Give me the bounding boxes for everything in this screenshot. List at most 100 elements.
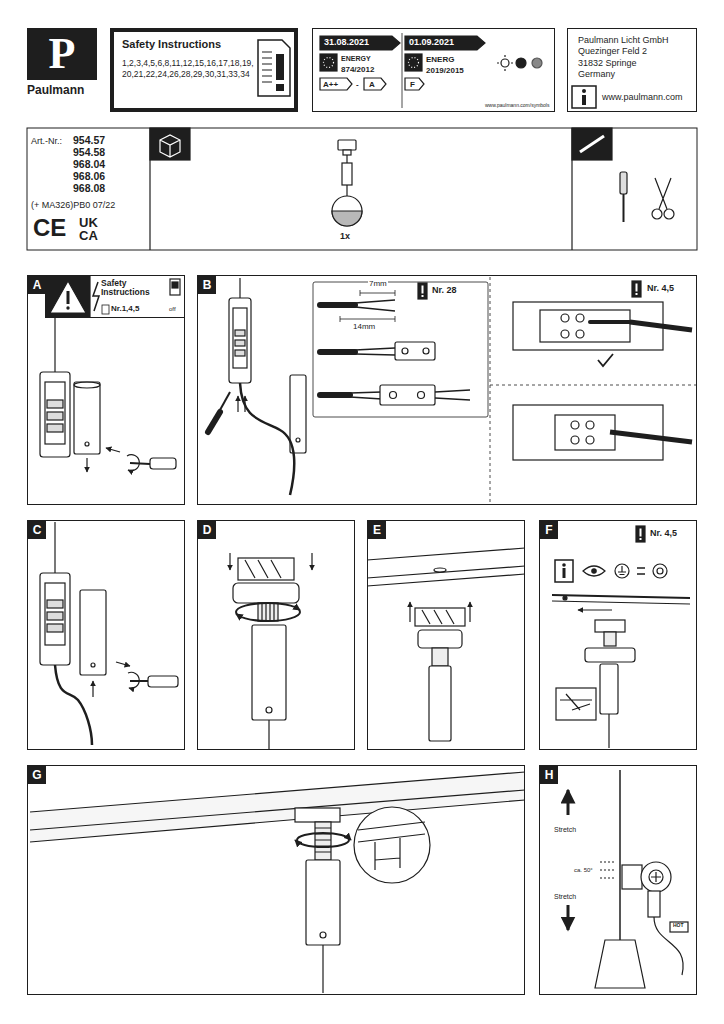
track-adapter-part	[252, 625, 286, 720]
terminal-detail-part	[590, 320, 630, 324]
symbol-icons-part	[516, 58, 526, 68]
label: G	[28, 766, 46, 784]
track-rail-part	[422, 610, 454, 624]
track-adapter-part	[311, 553, 312, 570]
pendant-lamp-part	[338, 140, 356, 150]
note-mark-part	[422, 295, 424, 297]
track-adapter-part	[258, 603, 278, 621]
lamp-housing-part	[106, 448, 120, 452]
lamp-housing-part	[85, 442, 89, 446]
regulation: 874/2012	[341, 65, 374, 74]
note-mark-part	[640, 538, 642, 540]
shrink-tube-part	[619, 770, 621, 940]
heading: Safety Instructions	[122, 38, 221, 51]
date: 31.08.2021	[324, 37, 369, 47]
terminal-detail-part	[555, 415, 615, 450]
terminal-detail-part	[586, 421, 594, 429]
energy-label: ENERG	[426, 55, 454, 64]
document-icon-part	[258, 40, 290, 96]
energy-arrows-part	[405, 54, 422, 71]
lamp-housing-part	[47, 412, 63, 420]
terminal-detail-part	[571, 421, 579, 429]
tools-part	[664, 209, 674, 219]
instruction-number: Nr. 4,5	[650, 528, 677, 538]
lamp-housing-part	[220, 392, 230, 410]
energy-label: ENERGY	[341, 55, 371, 63]
terminal-detail-part	[598, 354, 613, 366]
note-mark-part	[636, 284, 638, 292]
energy-class: A	[369, 80, 375, 89]
track-rail	[367, 548, 525, 741]
lamp-housing-part	[229, 298, 251, 383]
contents-box: 1x	[150, 128, 572, 250]
lamp-housing-part	[54, 318, 55, 372]
lamp-housing-part	[91, 663, 95, 667]
tools-part	[655, 178, 671, 209]
step-panel: ASafety InstructionsNr.1,4,5off	[27, 275, 185, 505]
warning-sign-part	[66, 306, 69, 309]
lamp-housing-part	[55, 665, 92, 745]
step-panel: H	[539, 765, 697, 995]
energy-arrows-part	[402, 33, 403, 108]
label: C	[28, 521, 46, 539]
track-adapter-part	[268, 720, 269, 750]
track-rail-part	[595, 620, 625, 632]
shrink-tube-part	[649, 870, 663, 884]
wire-detail-part	[418, 392, 425, 399]
pendant-lamp-part	[332, 211, 362, 226]
lamp-housing-part	[127, 455, 139, 471]
lamp-housing-part	[130, 463, 150, 464]
terminal-detail-part	[561, 314, 569, 322]
track-rail-part	[469, 602, 470, 622]
energy-class: F	[410, 80, 415, 89]
lamp-housing-part	[233, 308, 247, 368]
regulation: 2019/2015	[426, 66, 464, 75]
track-rail-part	[297, 833, 349, 847]
track-adapter-part	[245, 560, 281, 578]
energy-arrows-part	[364, 78, 386, 90]
shrink-tube-part	[641, 862, 671, 892]
energy-class: A++	[323, 80, 338, 89]
step-panel: G	[27, 765, 525, 995]
wire-detail-part	[395, 342, 435, 360]
track-adapter	[230, 553, 312, 750]
symbol-icons-part	[532, 58, 542, 68]
track-rail-part	[434, 568, 446, 572]
instruction-number: Nr. 4,5	[647, 283, 674, 293]
lamp-housing-part	[237, 396, 238, 412]
energy-arrows-part	[320, 36, 400, 50]
lamp-housing-part	[150, 458, 176, 469]
wire-detail-part	[402, 348, 408, 354]
separator: -	[356, 80, 359, 89]
track-adapter-part	[262, 603, 274, 621]
dimension: 7mm	[368, 279, 388, 288]
label: D	[198, 521, 216, 539]
ce-mark: CE	[33, 216, 66, 240]
lamp-housing-part	[235, 330, 245, 336]
document-icon-part	[262, 52, 272, 82]
track-adapter-part	[266, 707, 272, 713]
step-panel: E	[367, 520, 525, 750]
brand-name: Paulmann	[27, 84, 84, 98]
info-icon-part	[582, 95, 586, 105]
terminal-detail-part	[630, 322, 692, 330]
label: F	[540, 521, 558, 539]
lamp-housing-part	[45, 382, 65, 444]
step-panel: C	[27, 520, 185, 750]
wire-detail-part	[355, 300, 395, 311]
lamp-housing-part	[54, 522, 55, 573]
wire-detail-part	[380, 385, 435, 405]
energy-arrows-part	[409, 58, 419, 68]
earth-symbols-part	[592, 569, 596, 573]
wire-detail-part	[320, 302, 355, 308]
lamp-housing-part	[47, 400, 63, 408]
shrink-tube-part	[622, 865, 642, 889]
note-box: Nr. 28	[430, 282, 480, 300]
track-rail-part	[556, 688, 596, 720]
terminal-detail-part	[576, 314, 584, 322]
track-rail-part	[306, 860, 340, 945]
wire-detail-part	[313, 282, 488, 417]
shrink-tube-part	[670, 922, 688, 932]
terminal-detail-part	[513, 405, 663, 460]
